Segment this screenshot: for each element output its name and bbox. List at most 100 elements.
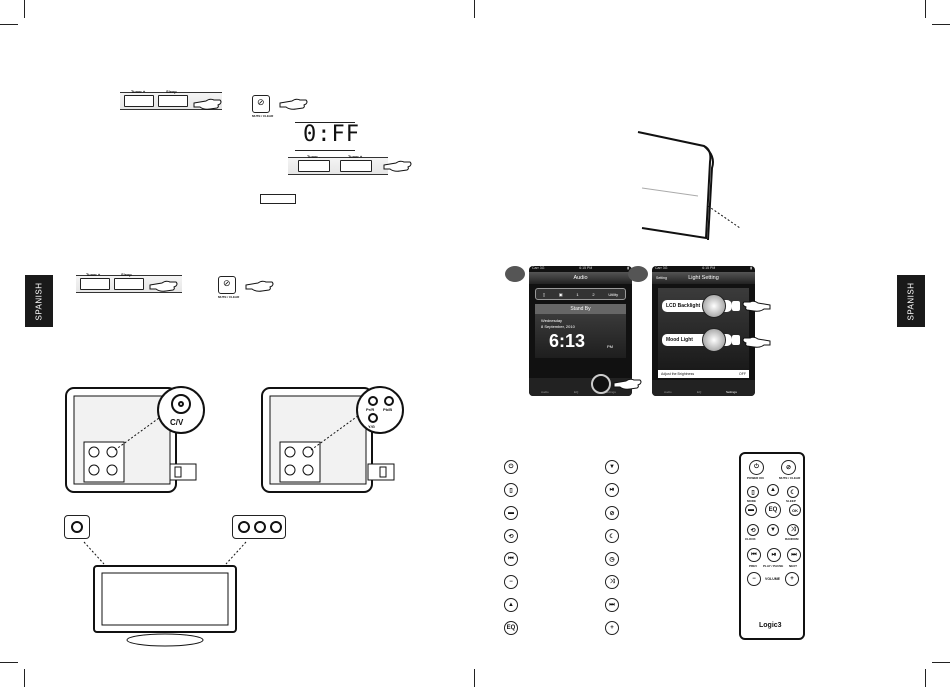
remote-repeat-button[interactable]: ⟲ [747, 524, 759, 536]
language-tab-label: SPANISH [34, 281, 44, 321]
remote-shuffle-button[interactable]: ⤨ [787, 524, 799, 536]
pointing-hand-icon [279, 98, 308, 110]
previous-icon: ⏮ [504, 552, 518, 566]
y-label: Y/G [368, 424, 375, 429]
tab-eq[interactable]: EQ [574, 390, 579, 394]
date-text: 8 September, 2010 [541, 324, 575, 329]
brightness-toggle[interactable]: OFF [739, 372, 746, 376]
source-label: Utility [608, 291, 619, 297]
battery-icon: ▮ [627, 266, 629, 270]
rca-jack-core [178, 401, 184, 407]
down-arrow-icon: ▼ [605, 460, 619, 474]
remote-clock-label: CLOCK [745, 537, 756, 541]
crop-mark [925, 0, 926, 18]
back-button[interactable]: Setting [656, 276, 667, 280]
mood-light-toggle[interactable] [732, 335, 740, 345]
cv-label: C/V [170, 418, 184, 427]
mute-caption: MUTE / CLEAR [218, 295, 240, 299]
remote-control: ⏻ POWER ON ⊘ MUTE / CLEAR ▯ ▲ ☾ MODE SLE… [739, 452, 805, 640]
date-panel: Wednesday 8 September, 2010 6:13 PM [535, 314, 626, 358]
status-bar: Carr 3G 6:15 PM ▮ [529, 266, 632, 272]
sleep-key [114, 278, 144, 290]
repeat-icon: ⟲ [504, 529, 518, 543]
up-arrow-icon: ▲ [504, 598, 518, 612]
remote-volume-label: VOLUME [765, 577, 780, 581]
tab-settings[interactable]: Settings [605, 390, 616, 394]
mood-light-slider[interactable] [702, 328, 726, 352]
status-bar: Carr 3G 6:15 PM ▮ [652, 266, 755, 272]
tab-audio[interactable]: Audio [541, 390, 549, 394]
step-badge [505, 266, 525, 282]
mute-button-icon [218, 276, 236, 294]
source-1[interactable]: 1 [576, 291, 579, 297]
tuner-plus-label: Tuner + [348, 154, 363, 159]
rca-jack-icon [171, 394, 191, 414]
lcd-backlight-toggle[interactable] [732, 301, 740, 311]
device-side-illustration [637, 131, 741, 241]
tuner-minus-key [298, 160, 330, 172]
tab-audio[interactable]: Audio [664, 390, 672, 394]
status-time: 6:15 PM [579, 266, 593, 270]
legend-item: + [605, 621, 619, 635]
crop-mark [474, 669, 475, 687]
legend-item: ▲ [504, 598, 518, 612]
step-badge [628, 266, 648, 282]
mute-caption: MUTE / CLEAR [252, 114, 274, 118]
pointing-hand-icon [149, 280, 178, 292]
remote-prev-button[interactable]: ⏮ [747, 548, 761, 562]
language-tab-right: SPANISH [897, 275, 925, 327]
lcd-backlight-slider[interactable] [702, 294, 726, 318]
remote-volume-up-button[interactable]: + [785, 572, 799, 586]
sleep-label: Sleep [166, 89, 177, 94]
remote-up-button[interactable]: ▲ [767, 484, 779, 496]
tab-settings[interactable]: Settings [726, 390, 737, 394]
crop-mark [474, 0, 475, 18]
lcd-display-bottom-rule [295, 150, 355, 151]
remote-volume-down-button[interactable]: − [747, 572, 761, 586]
remote-menu-button[interactable]: ▬ [745, 504, 757, 516]
remote-play-button[interactable]: ⏯ [767, 548, 781, 562]
nav-title: Setting Light Setting [652, 272, 755, 284]
carrier-text: Carr 3G [532, 266, 545, 270]
clock-text: 6:13 [549, 331, 586, 351]
power-circle-button[interactable] [591, 374, 611, 394]
legend-item: ⟲ [504, 529, 518, 543]
tv-component-input [232, 515, 286, 539]
remote-mute-label: MUTE / CLEAR [779, 476, 801, 480]
crop-mark [24, 0, 25, 18]
remote-mode-button[interactable]: ▯ [747, 486, 759, 498]
brightness-label: Adjust the Brightness [661, 372, 695, 376]
remote-next-button[interactable]: ⏭ [787, 548, 801, 562]
tab-eq[interactable]: EQ [697, 390, 702, 394]
next-icon: ⏭ [605, 598, 619, 612]
legend-item: ⊘ [605, 506, 619, 520]
power-icon: ⏻ [504, 460, 518, 474]
remote-down-button[interactable]: ▼ [767, 524, 779, 536]
rca-jack-icon [71, 521, 83, 533]
remote-sleep-button[interactable]: ☾ [787, 486, 799, 498]
volume-down-icon: − [504, 575, 518, 589]
pointing-hand-icon [742, 336, 771, 348]
remote-play-label: PLAY / PAUSE [763, 564, 784, 568]
source-2[interactable]: 2 [592, 291, 595, 297]
remote-mute-button[interactable]: ⊘ [781, 460, 796, 475]
legend-item: ⏻ [504, 460, 518, 474]
language-tab-left: SPANISH [25, 275, 53, 327]
tuner-plus-label: Tuner + [86, 272, 101, 277]
legend-item: ⏭ [605, 598, 619, 612]
legend-item: ◷ [605, 552, 619, 566]
standby-banner: Stand By [535, 304, 626, 314]
mute-icon: ⊘ [605, 506, 619, 520]
remote-power-button[interactable]: ⏻ [749, 460, 764, 475]
composite-video-diagram [65, 387, 197, 493]
remote-ok-button[interactable]: OK [789, 504, 801, 516]
tuner-plus-key [80, 278, 110, 290]
legend-item: ▬ [504, 506, 518, 520]
remote-eq-button[interactable]: EQ [765, 502, 781, 518]
legend-item: EQ [504, 621, 518, 635]
legend-item: ☾ [605, 529, 619, 543]
component-video-diagram [261, 387, 395, 493]
pr-jack-icon [368, 396, 378, 406]
pointing-hand-icon [383, 160, 412, 172]
eq-icon: EQ [504, 621, 518, 635]
